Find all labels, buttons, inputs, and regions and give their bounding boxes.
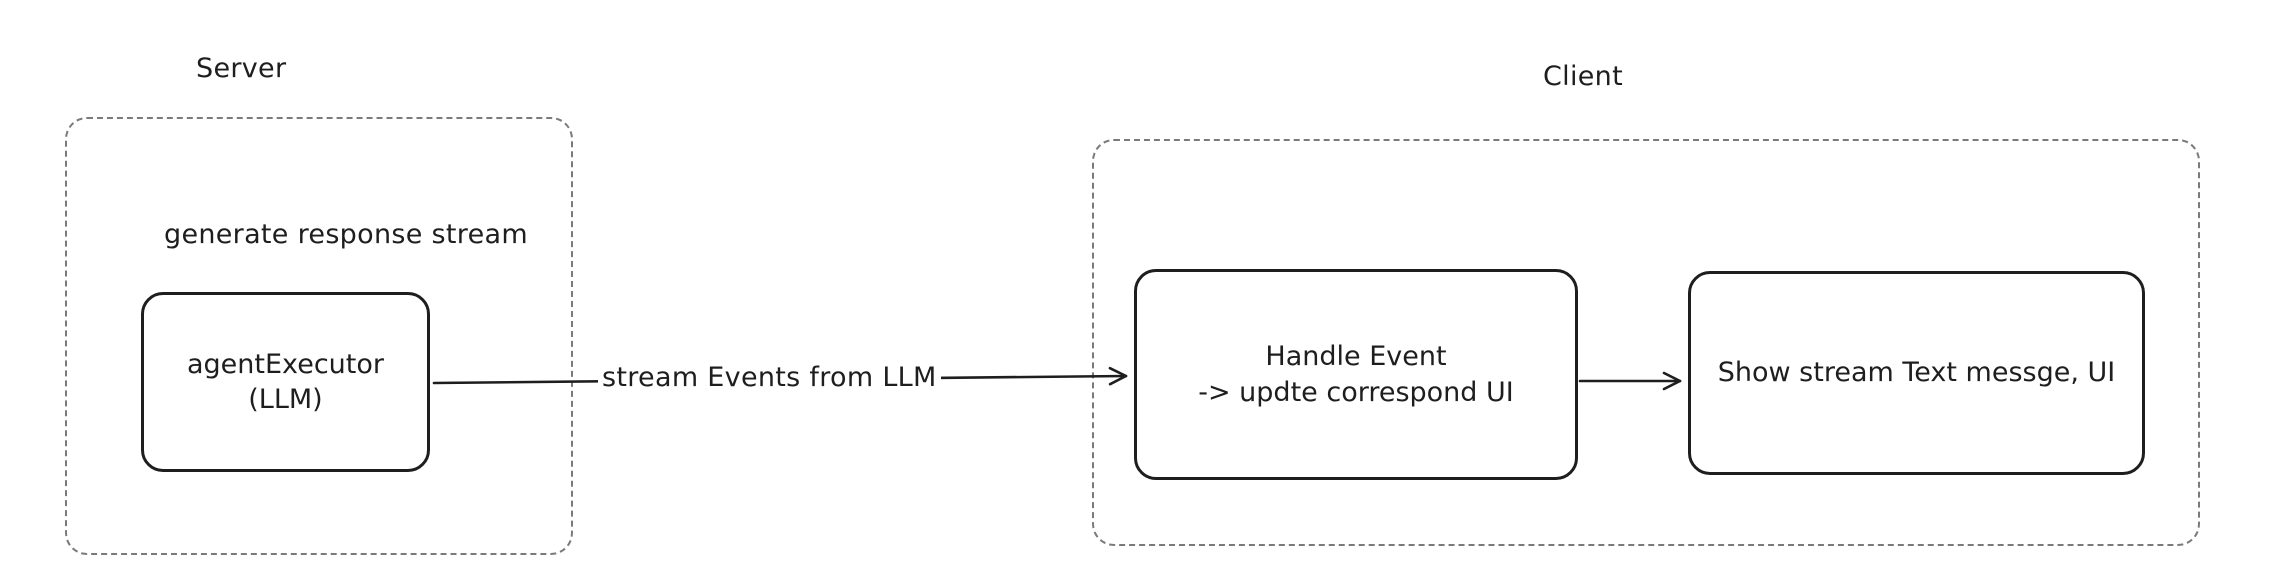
- show-stream-label: Show stream Text messge, UI: [1717, 357, 2116, 389]
- server-group: [65, 117, 573, 555]
- edge-agent-to-handle-label: stream Events from LLM: [598, 362, 941, 393]
- handle-event-sublabel: -> updte correspond UI: [1198, 376, 1514, 408]
- server-group-caption: generate response stream: [164, 219, 528, 250]
- agent-executor-sublabel: (LLM): [248, 384, 323, 415]
- agent-executor-node[interactable]: agentExecutor (LLM): [141, 292, 430, 472]
- show-stream-node[interactable]: Show stream Text messge, UI: [1688, 271, 2145, 475]
- handle-event-node[interactable]: Handle Event -> updte correspond UI: [1134, 269, 1578, 480]
- client-group: [1092, 139, 2200, 546]
- agent-executor-label: agentExecutor: [187, 348, 384, 380]
- client-group-title: Client: [1543, 61, 1623, 92]
- server-group-title: Server: [196, 53, 287, 84]
- handle-event-label: Handle Event: [1265, 341, 1447, 373]
